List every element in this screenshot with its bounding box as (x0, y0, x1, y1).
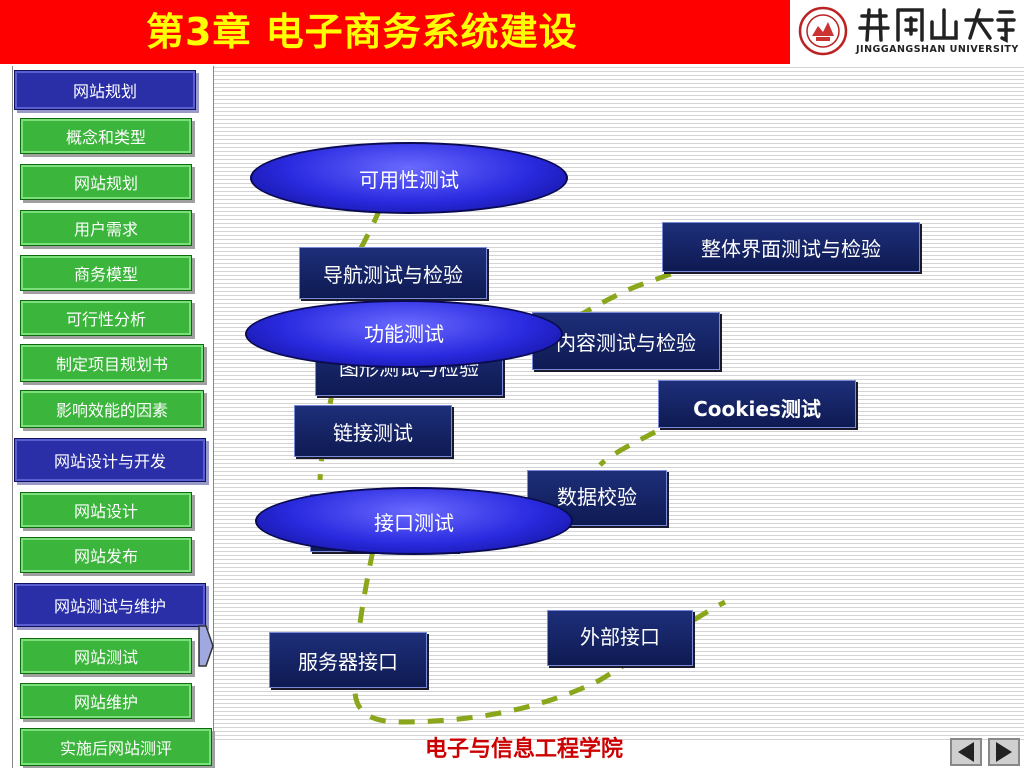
oval-usability-test[interactable]: 可用性测试 (250, 142, 568, 214)
title-banner: 第3章 电子商务系统建设 (0, 0, 790, 64)
box-data-validation[interactable]: 数据校验 (527, 470, 667, 526)
box-navigation-test[interactable]: 导航测试与检验 (299, 247, 487, 299)
nav-item-feasibility[interactable]: 可行性分析 (20, 300, 192, 336)
oval-interface-test[interactable]: 接口测试 (255, 487, 573, 555)
nav-section-planning[interactable]: 网站规划 (14, 70, 196, 110)
nav-item-efficiency-factors[interactable]: 影响效能的因素 (20, 390, 204, 428)
box-link-test[interactable]: 链接测试 (294, 405, 452, 457)
active-item-pointer-icon (198, 625, 214, 667)
university-seal-icon (798, 6, 848, 56)
nav-item-site-design[interactable]: 网站设计 (20, 492, 192, 528)
university-logo: JINGGANGSHAN UNIVERSITY (792, 0, 1024, 64)
nav-section-design-dev[interactable]: 网站设计与开发 (14, 438, 206, 482)
nav-item-project-plan[interactable]: 制定项目规划书 (20, 344, 204, 382)
header-bar: 第3章 电子商务系统建设 JINGGANGSHAN UNIVERSITY (0, 0, 1024, 64)
university-name-english: JINGGANGSHAN UNIVERSITY (856, 44, 1019, 55)
next-slide-button[interactable] (988, 738, 1020, 766)
page-title: 第3章 电子商务系统建设 (146, 10, 578, 54)
nav-item-site-testing[interactable]: 网站测试 (20, 638, 192, 674)
footer-college-name: 电子与信息工程学院 (425, 737, 624, 762)
box-overall-ui-test[interactable]: 整体界面测试与检验 (662, 222, 920, 272)
box-external-interface[interactable]: 外部接口 (547, 610, 693, 666)
right-arrow-icon (996, 742, 1012, 762)
university-name-calligraphy (856, 4, 1016, 44)
left-arrow-icon (958, 742, 974, 762)
prev-slide-button[interactable] (950, 738, 982, 766)
nav-item-business-model[interactable]: 商务模型 (20, 255, 192, 291)
nav-item-site-maintenance[interactable]: 网站维护 (20, 683, 192, 719)
box-server-interface[interactable]: 服务器接口 (269, 632, 427, 688)
nav-item-site-publish[interactable]: 网站发布 (20, 537, 192, 573)
nav-item-site-planning[interactable]: 网站规划 (20, 164, 192, 200)
oval-functional-test[interactable]: 功能测试 (245, 300, 563, 368)
box-cookies-test[interactable]: Cookies测试 (658, 380, 856, 428)
nav-item-user-needs[interactable]: 用户需求 (20, 210, 192, 246)
nav-item-post-evaluation[interactable]: 实施后网站测评 (20, 728, 212, 766)
nav-item-concept-types[interactable]: 概念和类型 (20, 118, 192, 154)
box-content-test[interactable]: 内容测试与检验 (532, 312, 720, 370)
nav-section-testing-maintenance[interactable]: 网站测试与维护 (14, 583, 206, 627)
